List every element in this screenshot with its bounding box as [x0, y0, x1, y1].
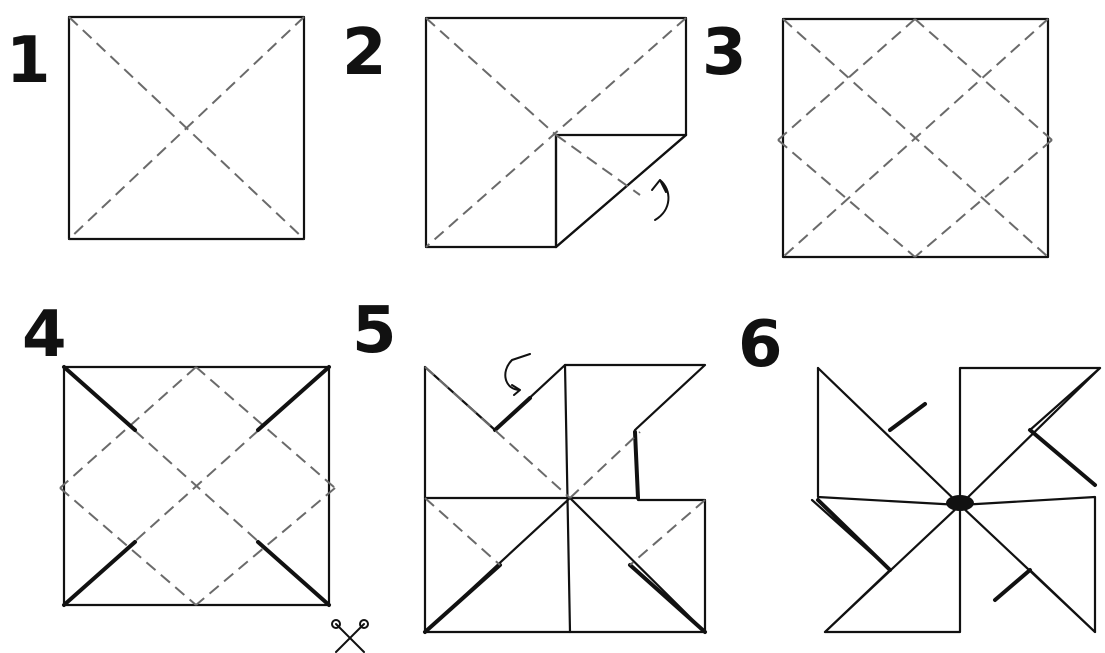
cut-line: [495, 398, 530, 430]
fold-line: [778, 140, 915, 257]
cut-line: [818, 500, 890, 570]
cut-line: [1030, 430, 1095, 485]
fold-arrow-icon: [505, 354, 530, 395]
step-number-6: 6: [738, 308, 783, 382]
step-number-2: 2: [342, 16, 387, 90]
fold-line: [60, 367, 196, 488]
pinwheel-blade-edge: [960, 368, 1100, 505]
cut-line: [635, 432, 638, 498]
step-3: 3: [702, 16, 1052, 257]
cut-line: [425, 565, 500, 632]
cut-line: [630, 565, 705, 632]
step-4: 4: [22, 298, 368, 652]
cut-line: [258, 367, 329, 430]
diagonal-fold-line: [556, 135, 640, 195]
step-number-4: 4: [22, 298, 67, 372]
diagonal-fold-line: [426, 18, 556, 135]
diagonal-fold-line: [783, 19, 1048, 257]
fold-line: [915, 19, 1052, 140]
step-number-5: 5: [352, 294, 397, 368]
cut-line: [890, 404, 925, 430]
step-1: 1: [6, 17, 304, 239]
cut-line: [64, 542, 135, 605]
step-6: 6: [738, 308, 1100, 632]
step-number-1: 1: [6, 24, 51, 98]
pinwheel-blade-edge: [960, 505, 1095, 632]
scissors-icon: [332, 620, 368, 652]
cut-line: [995, 570, 1030, 600]
diagonal-fold-line: [425, 367, 570, 498]
fold-line: [425, 498, 500, 565]
pin-icon: [946, 495, 974, 511]
cut-line: [258, 542, 329, 605]
step-number-3: 3: [702, 16, 747, 90]
step-2: 2: [342, 16, 686, 247]
fold-line: [778, 19, 915, 140]
diagonal-fold-line: [570, 432, 640, 498]
cut-line: [64, 367, 135, 430]
fold-line: [196, 367, 335, 488]
fold-arrow-icon: [652, 180, 668, 220]
fold-line: [630, 500, 705, 565]
step-5: 5: [352, 294, 705, 632]
pinwheel-blade-edge: [818, 368, 960, 505]
